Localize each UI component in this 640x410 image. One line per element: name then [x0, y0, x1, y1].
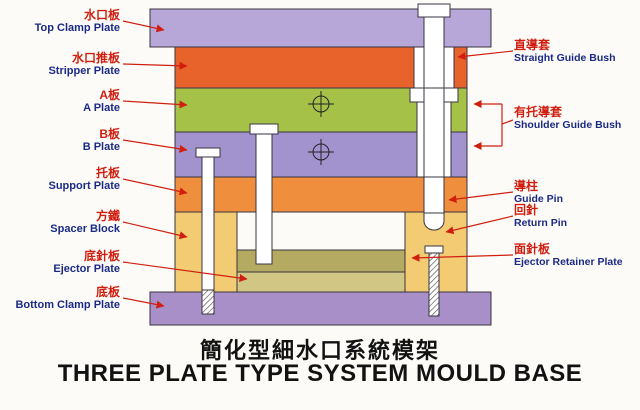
label-shoulder-guide-bush-zh: 有托導套: [514, 105, 563, 119]
label-a-plate-zh: A板: [99, 88, 120, 102]
label-support-plate-zh: 托板: [95, 166, 120, 180]
plate-support: [174, 176, 468, 213]
center-guide-pin: [249, 123, 279, 265]
label-straight-guide-bush-zh: 直導套: [514, 38, 551, 52]
label-stripper-plate-en: Stripper Plate: [48, 65, 120, 78]
label-return-pin: 回針 Return Pin: [514, 203, 567, 230]
label-shoulder-guide-bush: 有托導套 Shoulder Guide Bush: [514, 105, 621, 132]
datum-symbols: [308, 91, 334, 165]
label-return-pin-en: Return Pin: [514, 217, 568, 230]
puller-pin-body: [201, 156, 215, 291]
leader-bottom-clamp-plate: [122, 297, 165, 309]
label-guide-pin-zh: 導柱: [514, 179, 539, 193]
label-spacer-block-en: Spacer Block: [50, 223, 120, 236]
leader-b-plate: [122, 139, 188, 153]
label-stripper-plate-zh: 水口推板: [71, 51, 120, 65]
label-spacer-block: 方鐵 Spacer Block: [50, 209, 120, 237]
title-english: THREE PLATE TYPE SYSTEM MOULD BASE: [57, 360, 583, 387]
guide-pin-head: [417, 3, 451, 18]
label-ejector-retainer-plate: 面針板 Ejector Retainer Plate: [514, 242, 623, 269]
label-straight-guide-bush: 直導套 Straight Guide Bush: [514, 38, 616, 65]
leader-stripper-plate: [122, 61, 188, 70]
label-spacer-block-zh: 方鐵: [95, 209, 120, 223]
return-pin: [424, 245, 444, 317]
label-a-plate-en: A Plate: [83, 102, 120, 115]
label-bottom-clamp-plate-en: Bottom Clamp Plate: [15, 299, 120, 312]
leader-return-pin: [445, 215, 514, 235]
guide-pin-tip: [423, 212, 445, 231]
leader-spacer-block: [122, 221, 188, 240]
leader-a-plate: [122, 100, 188, 109]
leader-straight-guide-bush: [457, 50, 514, 61]
puller-pin-thread: [201, 289, 215, 315]
center-pin-body: [255, 133, 273, 265]
plate-ejector: [236, 271, 406, 293]
leader-ejector-retainer-plate: [411, 253, 514, 262]
label-bottom-clamp-plate-zh: 底板: [95, 285, 120, 299]
label-top-clamp-plate-en: Top Clamp Plate: [34, 22, 120, 35]
guide-pin-body: [423, 16, 445, 214]
datum-symbol-b-plate: [308, 139, 334, 165]
label-stripper-plate: 水口推板 Stripper Plate: [48, 51, 120, 79]
label-ejector-plate: 底針板 Ejector Plate: [53, 249, 120, 277]
guide-pin: [417, 3, 451, 231]
label-ejector-plate-en: Ejector Plate: [53, 263, 120, 276]
label-support-plate-en: Support Plate: [48, 180, 120, 193]
label-guide-pin: 導柱 Guide Pin: [514, 179, 563, 206]
label-guide-pin-en: Guide Pin: [514, 193, 564, 206]
leader-lines: [122, 20, 514, 309]
label-return-pin-zh: 回針: [514, 203, 539, 217]
leader-support-plate: [122, 178, 188, 196]
leader-guide-pin: [448, 191, 514, 204]
return-pin-body: [428, 252, 440, 317]
puller-pin-head: [195, 147, 221, 158]
label-b-plate-zh: B板: [99, 127, 120, 141]
label-top-clamp-plate: 水口板 Top Clamp Plate: [35, 8, 120, 36]
center-pin-head: [249, 123, 279, 135]
puller-pin: [195, 147, 221, 315]
label-ejector-plate-zh: 底針板: [83, 249, 120, 263]
leader-top-clamp-plate: [122, 20, 165, 33]
label-support-plate: 托板 Support Plate: [48, 166, 120, 194]
return-pin-head: [424, 245, 444, 254]
label-bottom-clamp-plate: 底板 Bottom Clamp Plate: [15, 285, 120, 313]
plate-bottom-clamp: [149, 291, 492, 326]
label-b-plate: B板 B Plate: [83, 127, 120, 155]
label-shoulder-guide-bush-en: Shoulder Guide Bush: [514, 119, 622, 132]
title-chinese: 簡化型細水口系統模架: [199, 338, 440, 363]
datum-symbol-a-plate: [308, 91, 334, 117]
label-ejector-retainer-plate-en: Ejector Retainer Plate: [514, 256, 623, 269]
label-top-clamp-plate-zh: 水口板: [83, 8, 120, 22]
label-ejector-retainer-plate-zh: 面針板: [514, 242, 551, 256]
leader-ejector-plate: [122, 261, 248, 282]
leader-shoulder-guide-bush: [501, 119, 514, 125]
label-straight-guide-bush-en: Straight Guide Bush: [514, 52, 616, 65]
label-a-plate: A板 A Plate: [83, 88, 120, 116]
label-b-plate-en: B Plate: [82, 141, 120, 154]
